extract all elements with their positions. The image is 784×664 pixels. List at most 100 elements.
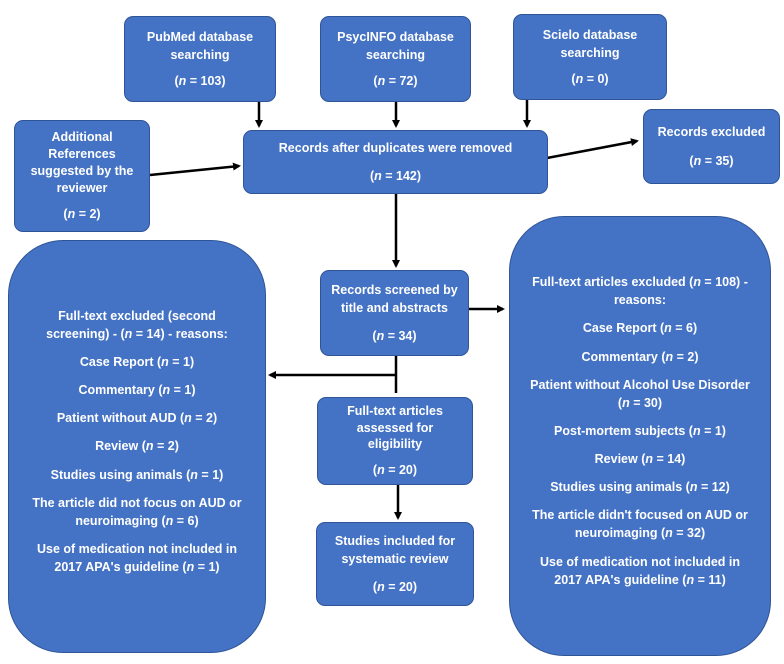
additional-title: Additional References suggested by the r… [30,130,134,195]
dedup-box: Records after duplicates were removed (n… [243,130,548,194]
exclusion-reason: Case Report (n = 6) [582,321,698,336]
records-excluded-box: Records excluded (n = 35) [643,109,780,184]
reason-label: Patient without AUD [56,411,177,426]
reason-count: 12 [711,480,726,495]
n-symbol: n [689,480,698,495]
n-symbol: n [692,423,701,438]
n-symbol: n [693,275,701,290]
n-symbol: n [165,513,174,528]
n-symbol: n [67,206,76,221]
n-symbol: n [124,326,133,341]
reason-label: Case Report [79,355,154,370]
full-text-exclusions-box: Full-text articles excluded (n = 108) - … [509,216,771,656]
arrow-dedup-to-excluded [546,138,639,160]
reason-label: Studies using animals [550,480,683,495]
dedup-title: Records after duplicates were removed [278,140,513,155]
psycinfo-title: PsycINFO database searching [337,29,454,62]
reason-count: 1 [212,467,220,482]
second-screening-title: Full-text excluded (second screening) - … [46,308,228,341]
n-symbol: n [693,153,702,168]
n-symbol: n [190,467,198,482]
reason-count: 1 [184,383,192,398]
reason-count: 6 [187,513,195,528]
n-symbol: n [686,572,695,587]
pubmed-count: 103 [200,74,222,89]
reason-label: The article did not focus on AUD or neur… [32,495,242,528]
full-text-exclusions-title: Full-text articles excluded (n = 108) - … [532,275,748,308]
screened-box: Records screened by title and abstracts … [320,270,469,356]
reason-count: 6 [686,321,693,336]
reason-label: Case Report [582,321,657,336]
n-symbol: n [665,349,674,364]
n-symbol: n [178,74,187,89]
n-symbol: n [665,526,673,541]
reason-label: Patient without Alcohol Use Disorder [530,377,750,392]
records-excluded-count: 35 [715,153,730,168]
reason-label: The article didn't focused on AUD or neu… [532,508,748,541]
reason-label: Review [95,439,139,454]
n-symbol: n [377,74,386,89]
exclusion-reason: Studies using animals (n = 1) [50,467,224,482]
scielo-title: Scielo database searching [542,27,638,60]
n-symbol: n [374,169,382,183]
reason-count: 11 [708,572,722,587]
additional-count: 2 [89,206,97,221]
exclusion-reason: Commentary (n = 1) [78,383,196,398]
exclusion-reason: The article did not focus on AUD or neur… [32,495,242,528]
reason-label: Commentary [581,349,658,364]
screened-title: Records screened by title and abstracts [331,282,458,315]
psycinfo-box: PsycINFO database searching (n = 72) [320,16,471,102]
reason-count: 30 [643,395,658,410]
reason-count: 1 [208,560,216,575]
psycinfo-count: 72 [399,74,414,89]
assessed-count: 20 [398,463,413,478]
screened-count: 34 [398,329,413,344]
pubmed-title: PubMed database searching [146,29,254,62]
second-screening-exclusions-box: Full-text excluded (second screening) - … [8,240,266,653]
exclusion-reason: Review (n = 2) [95,439,179,454]
exclusion-reason: Patient without Alcohol Use Disorder (n … [530,377,750,410]
n-symbol: n [186,560,195,575]
included-box: Studies included for systematic review (… [316,522,474,606]
included-count: 20 [398,580,413,595]
reason-count: 2 [687,349,695,364]
exclusion-reason: Use of medication not included in 2017 A… [539,554,740,587]
reason-label: Post-mortem subjects [554,423,686,438]
scielo-box: Scielo database searching (n = 0) [513,14,667,100]
reason-count: 14 [667,452,682,467]
n-symbol: n [575,72,584,87]
second-screening-reasons-list: Case Report (n = 1) Commentary (n = 1) Pat… [27,353,247,586]
exclusion-reason: Use of medication not included in 2017 A… [36,541,237,575]
n-symbol: n [376,329,385,344]
exclusion-reason: Commentary (n = 2) [581,349,699,364]
n-symbol: n [184,411,192,426]
n-symbol: n [622,395,630,410]
assessed-title: Full-text articles assessed for eligibil… [347,403,443,452]
n-symbol: n [664,321,672,336]
scielo-count: 0 [597,72,605,87]
reason-count: 2 [167,439,175,454]
reason-label: Use of medication not included in 2017 A… [539,554,740,587]
reason-count: 1 [183,355,190,370]
exclusion-reason: The article didn't focused on AUD or neu… [532,508,748,541]
assessed-box: Full-text articles assessed for eligibil… [317,397,473,485]
additional-references-box: Additional References suggested by the r… [14,120,150,232]
exclusion-reason: Studies using animals (n = 12) [550,480,730,495]
exclusion-reason: Case Report (n = 1) [79,355,195,370]
reason-label: Commentary [78,383,155,398]
n-symbol: n [645,452,654,467]
reason-label: Use of medication not included in 2017 A… [36,541,237,575]
reason-count: 1 [714,423,722,438]
pubmed-box: PubMed database searching (n = 103) [124,16,276,102]
n-symbol: n [377,463,385,478]
full-text-exclusions-reasons-list: Case Report (n = 6) Commentary (n = 2) Pat… [525,319,755,598]
exclusion-reason: Patient without AUD (n = 2) [56,411,218,426]
n-symbol: n [377,580,385,595]
records-excluded-title: Records excluded [657,125,766,140]
included-title: Studies included for systematic review [334,533,456,566]
exclusion-reason: Review (n = 14) [594,452,686,467]
reason-count: 2 [206,411,213,426]
reason-label: Review [594,452,638,467]
reason-count: 32 [687,526,701,541]
